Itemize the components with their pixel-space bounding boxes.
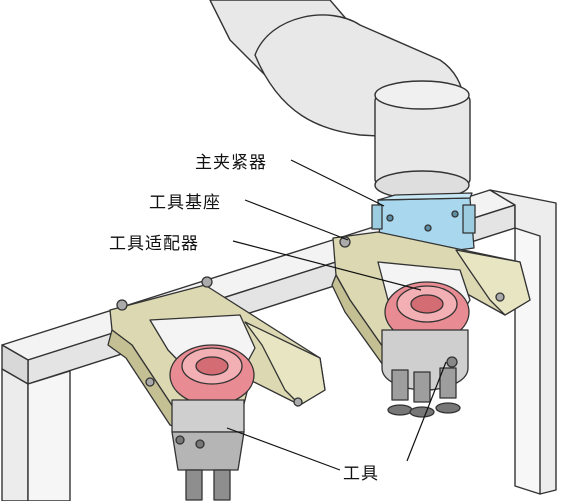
tool-adapter-right <box>384 281 470 343</box>
tool-left <box>171 399 245 501</box>
label-main-clamp: 主夹紧器 <box>195 153 267 173</box>
robot-arm <box>209 0 471 200</box>
tool-adapter-left <box>169 344 255 406</box>
leader-lines <box>226 159 447 471</box>
tool-right <box>381 329 469 418</box>
label-tool-adapter: 工具适配器 <box>109 234 199 254</box>
label-tool: 工具 <box>343 464 379 484</box>
label-tool-base: 工具基座 <box>149 193 221 213</box>
